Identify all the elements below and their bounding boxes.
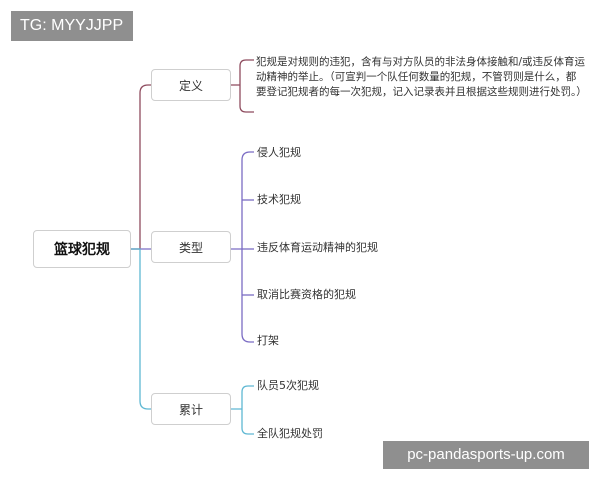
types-item[interactable]: 违反体育运动精神的犯规: [257, 241, 378, 254]
types-label: 类型: [178, 240, 203, 255]
accumulation-node[interactable]: 累计: [151, 393, 231, 425]
types-node[interactable]: 类型: [151, 231, 231, 263]
connector-root-definition: [131, 84, 151, 250]
definition-label: 定义: [178, 78, 203, 93]
accumulation-item[interactable]: 队员5次犯规: [257, 379, 319, 392]
definition-text: 犯规是对规则的违犯，含有与对方队员的非法身体接触和/或违反体育运动精神的举止。（…: [256, 56, 587, 98]
types-item[interactable]: 侵人犯规: [257, 146, 301, 159]
watermark-top: TG: MYYJJPP: [11, 11, 133, 41]
definition-node[interactable]: 定义: [151, 69, 231, 101]
connector-accumulation-bracket: [231, 385, 254, 435]
connector-root-accumulation: [131, 248, 151, 410]
types-item[interactable]: 技术犯规: [257, 193, 301, 206]
accumulation-label: 累计: [178, 402, 203, 417]
connector-types-bracket: [231, 151, 254, 343]
watermark-bottom: pc-pandasports-up.com: [383, 441, 589, 469]
types-item[interactable]: 取消比赛资格的犯规: [257, 288, 356, 301]
types-item[interactable]: 打架: [257, 334, 279, 347]
connector-definition-text: [231, 59, 254, 113]
root-label: 篮球犯规: [54, 242, 110, 258]
root-node[interactable]: 篮球犯规: [33, 230, 131, 268]
accumulation-item[interactable]: 全队犯规处罚: [257, 427, 323, 440]
